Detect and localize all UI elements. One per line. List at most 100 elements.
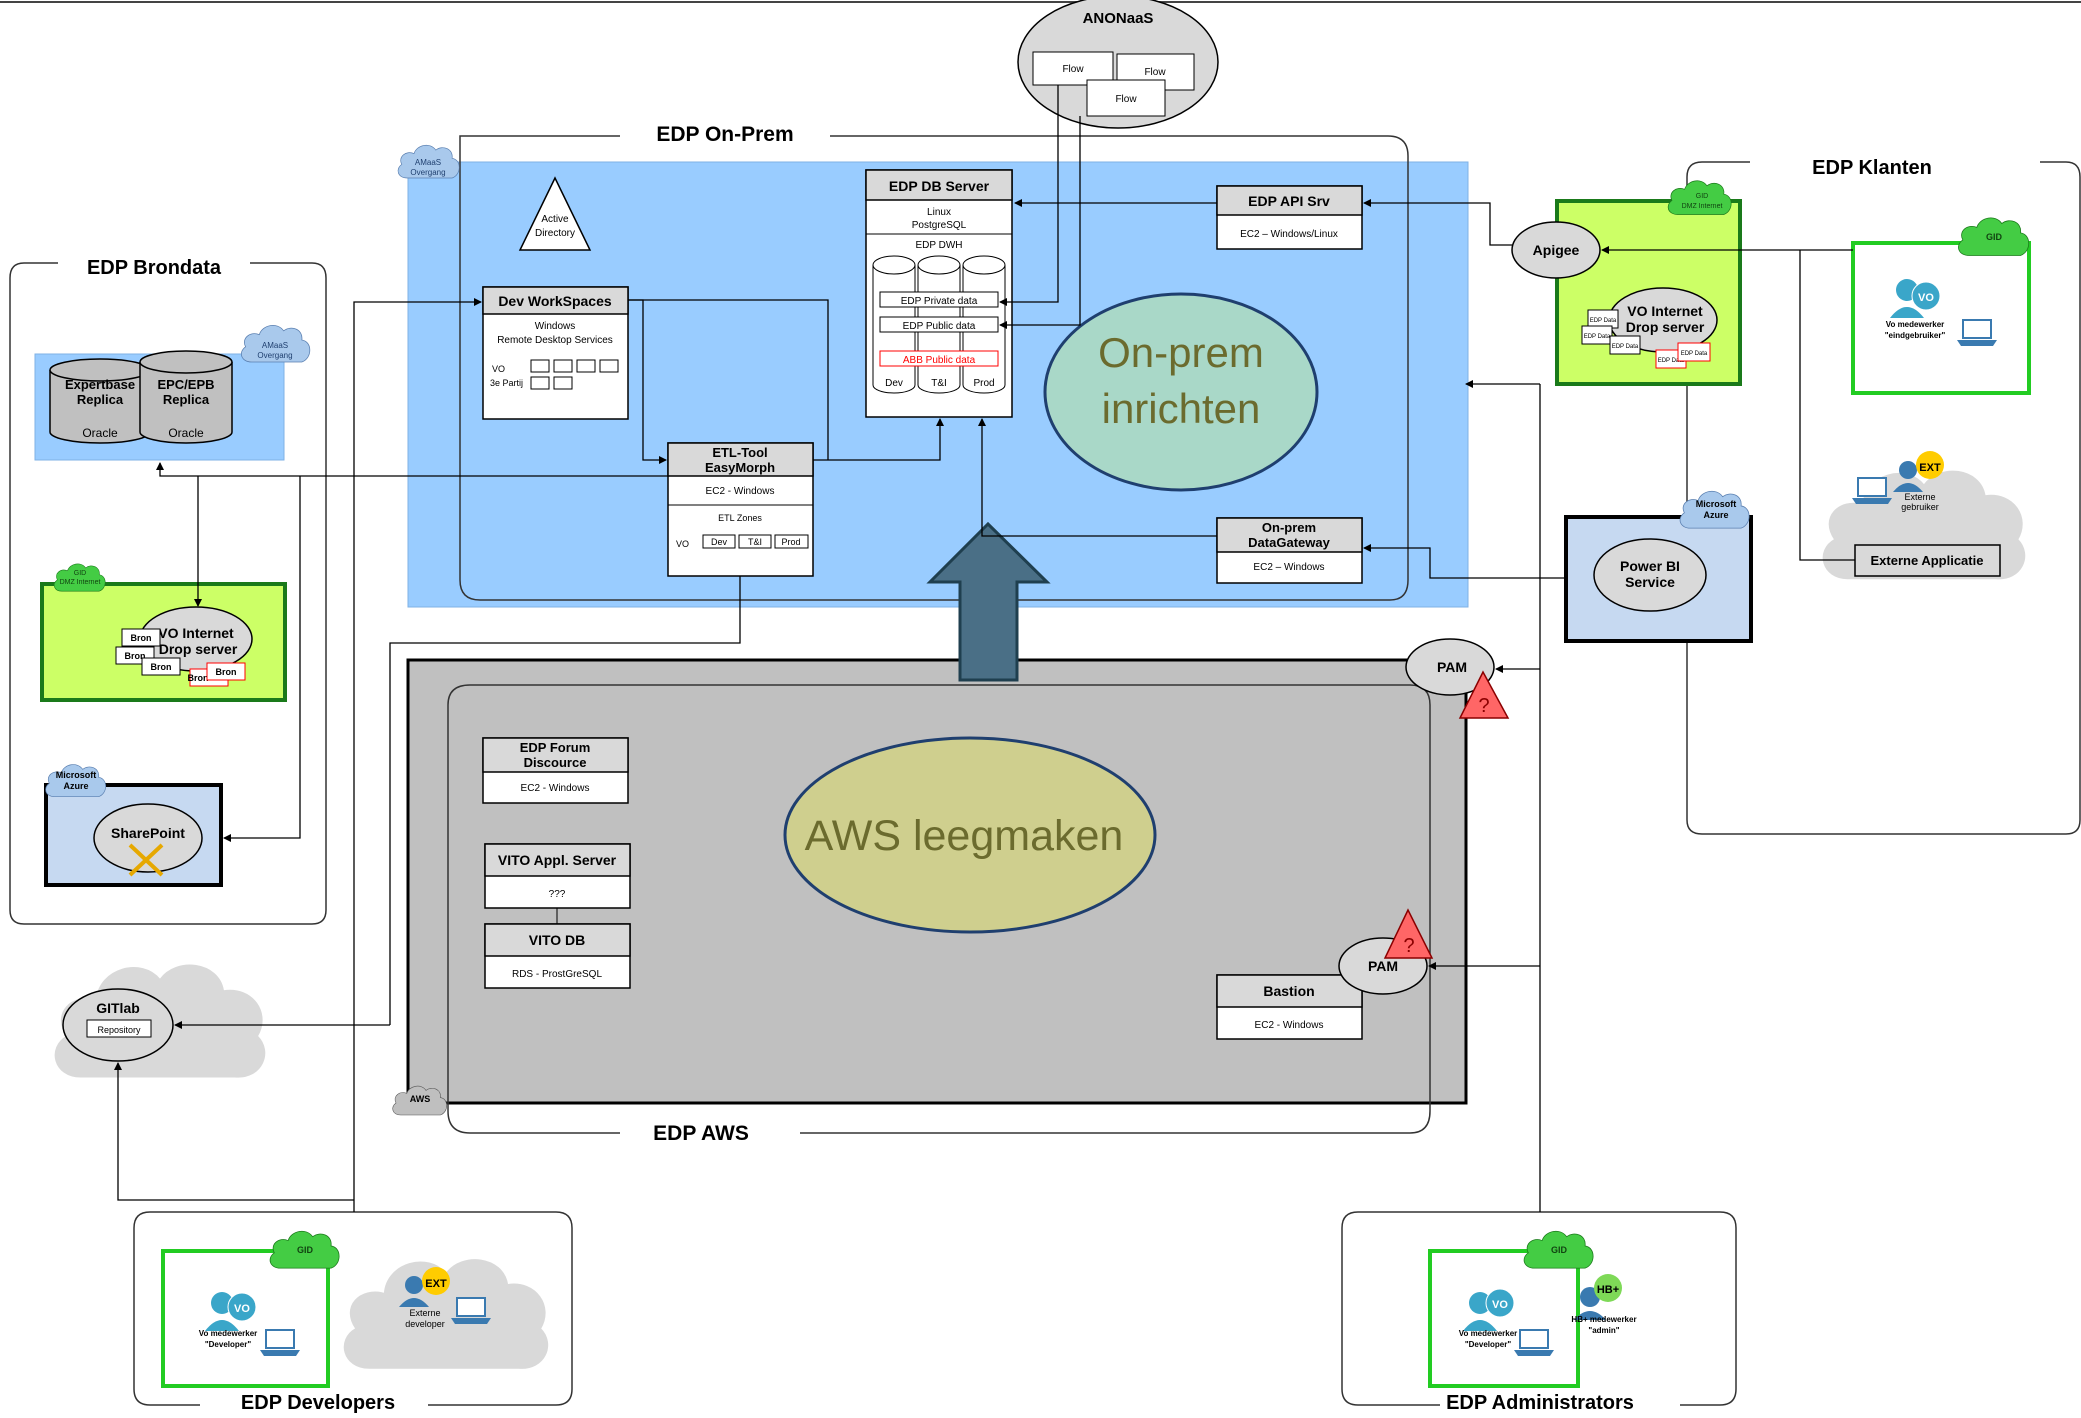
klanten-doc-4: EDP Data xyxy=(1658,358,1685,364)
admin-vo-badge-icon xyxy=(1485,1288,1515,1318)
active-directory-label-1: Active xyxy=(541,214,569,225)
gid-cloud-klanten: GID xyxy=(1958,217,2030,256)
etl-tool-title-1: ETL-Tool xyxy=(712,445,767,460)
onprem-inrichten-ellipse: On-prem inrichten xyxy=(1043,292,1319,492)
aws-leegmaken-ellipse: AWS leegmaken xyxy=(783,736,1157,934)
dev-vo-badge-icon xyxy=(227,1292,257,1322)
vito-appl-title: VITO Appl. Server xyxy=(498,852,617,868)
workspace-tiles xyxy=(530,359,619,390)
etl-zone-prod[interactable] xyxy=(774,534,809,549)
sharepoint-label: SharePoint xyxy=(111,825,185,841)
etl-tool[interactable]: ETL-Tool EasyMorph EC2 - Windows ETL Zon… xyxy=(667,442,814,577)
sharepoint[interactable]: SharePoint xyxy=(93,803,203,877)
powerbi-service[interactable]: Power BI Service xyxy=(1593,538,1707,612)
administrators-section: EDP Administrators GID VO Vo medewerker … xyxy=(1341,1211,1737,1414)
etl-zone-ti-label: T&I xyxy=(748,537,762,547)
vo-badge-icon xyxy=(1911,281,1941,311)
bastion-sub: EC2 - Windows xyxy=(1255,1020,1324,1031)
pam-top-question-mark: ? xyxy=(1478,695,1489,717)
gitlab-cloud[interactable]: GITlab Repository xyxy=(54,964,266,1078)
brondata-section: EDP Brondata AMaaS Overgang Expertbase R… xyxy=(9,257,327,925)
edp-private-data[interactable] xyxy=(879,291,999,308)
pam-top[interactable]: PAM ? xyxy=(1405,638,1510,719)
datagateway-title-1: On-prem xyxy=(1262,520,1316,535)
etl-zone-dev[interactable] xyxy=(702,534,736,549)
externe-applicatie-box[interactable] xyxy=(1854,544,2001,577)
onprem-datagateway[interactable]: On-prem DataGateway EC2 – Windows xyxy=(1216,517,1363,584)
bron-doc-3: Bron xyxy=(151,662,172,672)
amaas-label-2: AMaaS xyxy=(262,341,288,350)
dev-workspaces-row-3e: 3e Partij xyxy=(490,378,523,388)
dev-workspaces[interactable]: Dev WorkSpaces Windows Remote Desktop Se… xyxy=(482,286,629,420)
edp-db-server[interactable]: EDP DB Server Linux PostgreSQL EDP DWH E… xyxy=(865,169,1013,418)
api-srv-sub: EC2 – Windows/Linux xyxy=(1240,229,1338,240)
conn-developers-workspaces xyxy=(353,298,482,1212)
conn-gateway-dbserver xyxy=(978,418,1217,537)
conn-etl-sharepoint xyxy=(223,476,301,842)
externe-developer-label-1: Externe xyxy=(409,1308,440,1318)
edp-api-srv[interactable]: EDP API Srv EC2 – Windows/Linux xyxy=(1216,185,1363,250)
expertbase-replica-db[interactable]: Expertbase Replica Oracle xyxy=(49,358,151,444)
onprem-outline xyxy=(459,135,1409,601)
dev-person-body xyxy=(205,1320,239,1331)
dev-vo-badge-label: VO xyxy=(234,1303,250,1315)
gitlab-repository[interactable] xyxy=(86,1019,152,1038)
anonaas-cloud[interactable]: ANONaaS Flow Flow Flow xyxy=(1017,0,1219,129)
onprem-inrichten-line-2: inrichten xyxy=(1102,385,1261,432)
abb-public-data[interactable] xyxy=(879,350,999,367)
db-server-os-2: PostgreSQL xyxy=(912,220,967,231)
conn-powerbi-gateway xyxy=(1363,544,1566,579)
vito-appl-server[interactable]: VITO Appl. Server ??? xyxy=(484,843,631,909)
migration-up-arrow xyxy=(926,521,1051,682)
overgang-label: Overgang xyxy=(410,168,445,177)
expertbase-title-2: Replica xyxy=(77,392,124,407)
dev-laptop-icon xyxy=(260,1329,300,1356)
apigee-ellipse xyxy=(1511,221,1601,279)
gitlab-repository-label: Repository xyxy=(97,1025,141,1035)
db-server-dwh: EDP DWH xyxy=(915,240,962,251)
ms-azure-sharepoint-2: Azure xyxy=(63,781,88,791)
bron-doc-1: Bron xyxy=(131,633,152,643)
dev-workspaces-sub-2: Remote Desktop Services xyxy=(497,335,613,346)
dev-workspaces-title: Dev WorkSpaces xyxy=(498,293,612,309)
edp-public-data[interactable] xyxy=(879,316,999,333)
ms-azure-powerbi-1: Microsoft xyxy=(1696,499,1737,509)
conn-developers-gitlab xyxy=(114,1062,354,1201)
edp-forum[interactable]: EDP Forum Discource EC2 - Windows xyxy=(482,737,629,804)
active-directory[interactable]: Active Directory xyxy=(518,176,592,251)
anonaas-flow-3[interactable] xyxy=(1086,79,1166,117)
vo-medewerker-developer[interactable]: VO Vo medewerker "Developer" xyxy=(199,1292,300,1356)
apigee[interactable]: Apigee xyxy=(1511,221,1601,279)
dwh-env-dev: Dev xyxy=(885,378,903,389)
pam-bottom[interactable]: PAM ? xyxy=(1338,908,1434,995)
developers-outline xyxy=(133,1211,573,1406)
dwh-env-ti: T&I xyxy=(931,378,947,389)
epc-epb-replica-db[interactable]: EPC/EPB Replica Oracle xyxy=(139,350,233,444)
vito-db[interactable]: VITO DB RDS - ProstGreSQL xyxy=(484,923,631,989)
etl-zone-ti[interactable] xyxy=(738,534,772,549)
etl-tool-sub: EC2 - Windows xyxy=(706,486,775,497)
vo-medewerker-eindgebruiker[interactable]: VO Vo medewerker "eindgebruiker" xyxy=(1885,279,1997,346)
anonaas-flow-3-label: Flow xyxy=(1115,94,1137,105)
eindgebruiker-label-2: "eindgebruiker" xyxy=(1885,331,1946,340)
pam-bottom-question-icon xyxy=(1383,908,1434,959)
pam-top-question-icon xyxy=(1458,670,1510,719)
klanten-drop-server[interactable]: VO Internet Drop server EDP Data EDP Dat… xyxy=(1581,287,1718,369)
externe-developer-cloud[interactable]: EXT Externe developer xyxy=(343,1259,549,1369)
person-icon-body xyxy=(1890,307,1924,318)
ext-person-icon: EXT xyxy=(1893,451,1944,492)
gid-developers-label: GID xyxy=(297,1245,314,1255)
gid-dmz-klanten-1: GID xyxy=(1696,193,1708,200)
epc-epb-title-1: EPC/EPB xyxy=(157,377,214,392)
bron-doc-5: Bron xyxy=(216,667,237,677)
vo-medewerker-admin-developer[interactable]: VO Vo medewerker "Developer" xyxy=(1459,1288,1554,1356)
brondata-drop-server[interactable]: VO Internet Drop server Bron Bron Bron B… xyxy=(115,606,253,687)
klanten-drop-title-1: VO Internet xyxy=(1627,303,1703,319)
externe-gebruiker-cloud[interactable]: EXT Externe gebruiker Externe Applicatie xyxy=(1822,451,2026,580)
edp-data-documents: EDP Data EDP Data EDP Data EDP Data EDP … xyxy=(1581,309,1711,369)
hb-badge-label: HB+ xyxy=(1597,1284,1619,1296)
aws-cloud: AWS xyxy=(392,1085,448,1116)
hb-medewerker-admin[interactable]: HB+ HB+ medewerker "admin" xyxy=(1571,1274,1637,1335)
apigee-label: Apigee xyxy=(1533,242,1580,258)
bastion[interactable]: Bastion EC2 - Windows xyxy=(1216,974,1363,1040)
